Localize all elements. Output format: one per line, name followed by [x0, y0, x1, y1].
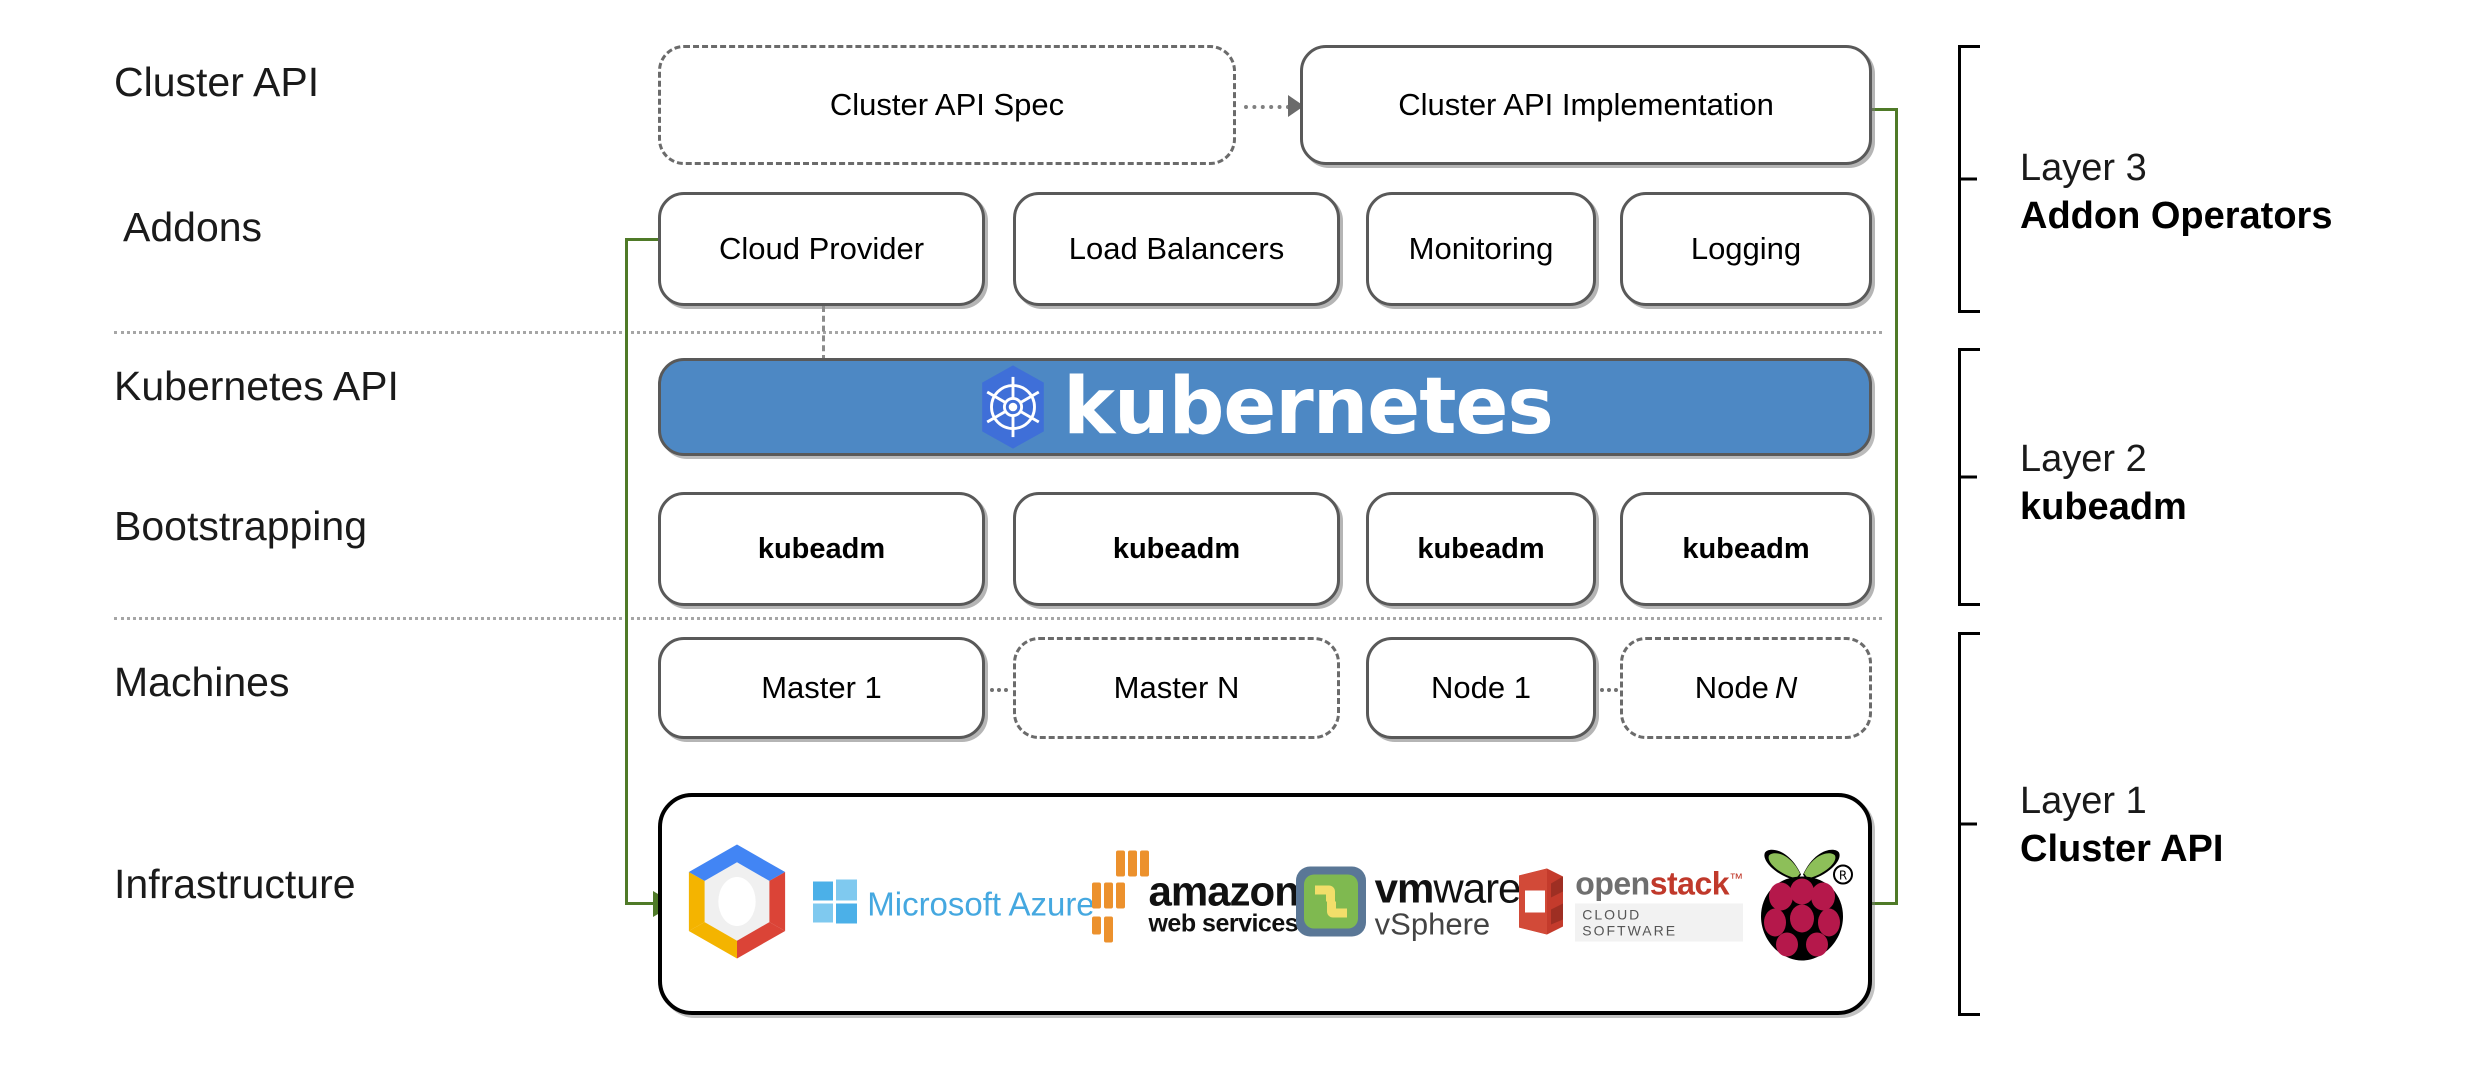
kubernetes-api-banner[interactable]: kubernetes — [658, 358, 1872, 456]
bracket-layer-1 — [1958, 632, 1980, 1016]
layer-3-number: Layer 3 — [2020, 147, 2147, 189]
bootstrap-label-4: kubeadm — [1682, 532, 1810, 565]
machine-connector-node — [1600, 688, 1618, 692]
bootstrap-box-1[interactable]: kubeadm — [658, 492, 985, 606]
bootstrap-box-2[interactable]: kubeadm — [1013, 492, 1340, 606]
provider-microsoft-azure[interactable]: Microsoft Azure — [812, 879, 1095, 930]
addon-label-monitoring: Monitoring — [1408, 231, 1554, 266]
green-flow-left-vertical — [625, 238, 628, 904]
machine-box-master-1[interactable]: Master 1 — [658, 637, 985, 739]
svg-text:R: R — [1839, 869, 1847, 883]
machine-box-master-n[interactable]: Master N — [1013, 637, 1340, 739]
layer-label-1: Layer 1 Cluster API — [2020, 778, 2223, 873]
layer-label-2: Layer 2 kubeadm — [2020, 436, 2187, 531]
vmware-logo-icon — [1295, 866, 1367, 943]
separator-layer3-layer2 — [114, 331, 1882, 334]
openstack-tagline: CLOUD SOFTWARE — [1575, 903, 1743, 941]
bootstrap-box-3[interactable]: kubeadm — [1366, 492, 1596, 606]
gcp-hexagon-icon — [683, 841, 791, 968]
kubernetes-wordmark: kubernetes — [1063, 362, 1554, 452]
bootstrap-label-1: kubeadm — [757, 532, 886, 565]
addon-box-monitoring[interactable]: Monitoring — [1366, 192, 1596, 306]
vmware-wordmark-bold: vm — [1374, 864, 1435, 912]
aws-wordmark-primary: amazon — [1148, 867, 1299, 915]
separator-layer2-layer1 — [114, 617, 1882, 620]
layer-1-name: Cluster API — [2020, 827, 2224, 870]
provider-openstack[interactable]: openstack™ CLOUD SOFTWARE — [1519, 866, 1743, 943]
addon-box-cloud-provider[interactable]: Cloud Provider — [658, 192, 985, 306]
azure-window-icon — [812, 879, 858, 930]
cloud-provider-to-kubernetes-connector — [822, 306, 825, 361]
layer-label-3: Layer 3 Addon Operators — [2020, 145, 2332, 240]
addon-label-load-balancers: Load Balancers — [1068, 231, 1285, 266]
row-label-kubernetes-api: Kubernetes API — [114, 363, 399, 409]
spec-to-impl-arrow-line — [1244, 105, 1290, 109]
kubernetes-helm-wheel-icon — [977, 364, 1049, 450]
row-label-bootstrapping: Bootstrapping — [114, 503, 368, 549]
cluster-api-spec-label: Cluster API Spec — [829, 87, 1065, 122]
row-label-machines: Machines — [114, 659, 290, 705]
bracket-layer-2 — [1958, 348, 1980, 606]
row-label-cluster-api: Cluster API — [114, 59, 320, 105]
machine-label-master-n: Master N — [1113, 670, 1240, 705]
cluster-api-implementation-box[interactable]: Cluster API Implementation — [1300, 45, 1872, 165]
row-label-infrastructure: Infrastructure — [114, 861, 356, 907]
cluster-api-implementation-label: Cluster API Implementation — [1398, 87, 1774, 122]
machine-label-master-1: Master 1 — [761, 670, 882, 705]
provider-vmware-vsphere[interactable]: vmware vSphere — [1295, 866, 1521, 943]
infrastructure-provider-strip: Microsoft Azure — [662, 839, 1868, 970]
row-label-addons: Addons — [123, 204, 263, 250]
machine-label-node-1: Node 1 — [1431, 670, 1531, 705]
bracket-layer-3 — [1958, 45, 1980, 313]
machine-box-node-1[interactable]: Node 1 — [1366, 637, 1596, 739]
bootstrap-box-4[interactable]: kubeadm — [1620, 492, 1872, 606]
openstack-wordmark-open: open — [1575, 865, 1650, 901]
openstack-cube-icon — [1513, 866, 1569, 943]
openstack-wordmark: openstack™ — [1575, 865, 1743, 901]
vsphere-wordmark: vSphere — [1374, 906, 1491, 942]
layer-2-number: Layer 2 — [2020, 438, 2147, 480]
layer-1-number: Layer 1 — [2020, 780, 2147, 822]
openstack-trademark: ™ — [1729, 869, 1743, 886]
bootstrap-label-2: kubeadm — [1112, 532, 1241, 565]
machine-connector-master — [990, 688, 1008, 692]
machine-label-node-n-suffix: N — [1774, 670, 1798, 705]
raspberry-pi-icon: R — [1751, 839, 1853, 970]
green-flow-right-top-segment — [1872, 108, 1898, 111]
provider-amazon-web-services[interactable]: amazon web services — [1092, 847, 1300, 962]
infrastructure-box[interactable]: Microsoft Azure — [658, 793, 1872, 1015]
vmware-wordmark: vmware — [1374, 864, 1522, 912]
aws-cubes-icon — [1090, 847, 1152, 962]
addon-label-cloud-provider: Cloud Provider — [718, 231, 925, 266]
aws-wordmark-secondary: web services — [1148, 909, 1299, 938]
layer-3-name: Addon Operators — [2020, 194, 2333, 237]
machine-label-node-n: Node — [1694, 670, 1769, 705]
vmware-wordmark-light: ware — [1433, 864, 1521, 912]
green-flow-left-bottom-segment — [625, 902, 657, 905]
cluster-api-spec-box[interactable]: Cluster API Spec — [658, 45, 1236, 165]
azure-wordmark: Microsoft Azure — [867, 885, 1095, 922]
green-flow-left-top-segment — [625, 238, 663, 241]
addon-box-load-balancers[interactable]: Load Balancers — [1013, 192, 1340, 306]
provider-google-cloud-platform[interactable] — [662, 841, 812, 968]
addon-label-logging: Logging — [1690, 231, 1802, 266]
layer-2-name: kubeadm — [2020, 485, 2187, 528]
bootstrap-label-3: kubeadm — [1417, 532, 1545, 565]
green-flow-right-vertical — [1895, 108, 1898, 903]
provider-raspberry-pi[interactable]: R — [1735, 839, 1868, 970]
openstack-wordmark-stack: stack — [1649, 865, 1730, 901]
addon-box-logging[interactable]: Logging — [1620, 192, 1872, 306]
